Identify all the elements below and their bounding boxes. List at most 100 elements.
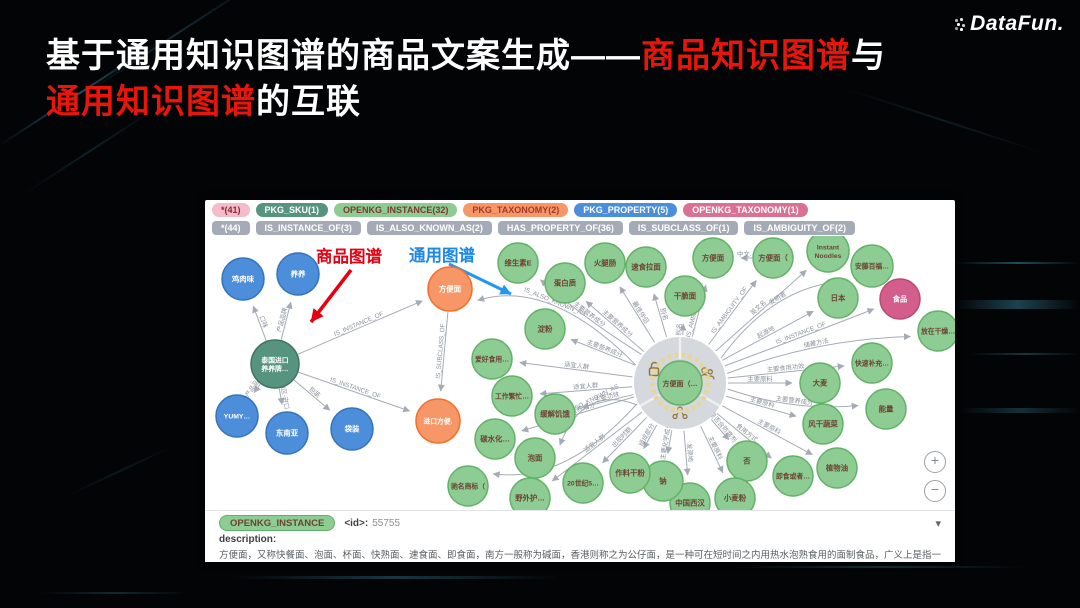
svg-text:蛋白质: 蛋白质 [554,279,577,288]
zoom-out-button[interactable]: − [924,480,946,502]
svg-text:养养牌…: 养养牌… [260,364,288,373]
graph-node-fbm_left[interactable]: 方便面 [427,266,473,312]
node-label-badge[interactable]: PKG_PROPERTY(5) [574,203,678,217]
zoom-in-button[interactable]: + [924,451,946,473]
inspector-label-badge[interactable]: OPENKG_INSTANCE [219,515,336,531]
graph-node-huotuichang[interactable]: 火腿肠 [584,242,626,284]
graph-node-shiji20[interactable]: 20世纪5… [562,462,604,504]
graph-node-sushilamian[interactable]: 速食拉面 [625,246,667,288]
graph-node-aihao[interactable]: 爱好食用… [471,338,513,380]
graph-node-yangyang[interactable]: 养养 [276,252,320,296]
title-part-white-1: 基于通用知识图谱的商品文案生成—— [46,37,641,75]
graph-node-fbm_top[interactable]: 方便面 [692,237,734,279]
node-id-label: <id>: [344,517,369,529]
graph-node-yumy[interactable]: YUMY… [215,394,259,438]
svg-text:主要原料: 主要原料 [706,434,725,461]
graph-node-zuoliao[interactable]: 作料干粉 [609,452,651,494]
node-label-badge[interactable]: OPENKG_TAXONOMY(1) [683,203,808,217]
relationship-type-badge[interactable]: IS_INSTANCE_OF(3) [255,221,361,235]
graph-node-nengliang[interactable]: 能量 [865,388,907,430]
svg-text:食品: 食品 [892,295,908,304]
logo-text: DataFun. [970,12,1064,35]
svg-text:Noodles: Noodles [815,253,842,260]
graph-node-damai[interactable]: 大麦 [799,362,841,404]
svg-text:中文…: 中文… [737,249,756,258]
annotation-general-graph: 通用图谱 [409,247,475,265]
graph-node-jinkou[interactable]: 进口方便. [415,398,461,444]
graph-node-gongzuo[interactable]: 工作繁忙… [491,375,533,417]
svg-text:养养: 养养 [290,270,306,279]
graph-node-fengan[interactable]: 风干蔬菜 [802,403,844,445]
svg-text:泡面: 泡面 [528,454,543,463]
svg-text:小麦粉: 小麦粉 [723,494,747,503]
graph-node-fou[interactable]: 否 [726,440,768,482]
graph-node-huanjie[interactable]: 缓解饥饿 [534,393,576,435]
neo4j-browser-panel: *(41) PKG_SKU(1) OPENKG_INSTANCE(32) PKG_TA… [205,200,955,562]
svg-text:淀粉: 淀粉 [538,325,553,334]
graph-node-danbaizhi[interactable]: 蛋白质 [544,262,586,304]
relationship-type-badge[interactable]: IS_AMBIGUITY_OF(2) [744,221,855,235]
graph-node-anteng[interactable]: 安藤百福… [850,244,894,288]
title-part-white-2: 与 [851,37,886,75]
relationship-type-badge[interactable]: HAS_PROPERTY_OF(36) [497,221,623,235]
svg-text:主要原料: 主要原料 [749,394,776,410]
svg-text:方便面: 方便面 [439,285,462,294]
svg-text:维生素E: 维生素E [504,259,531,268]
node-label-badge[interactable]: OPENKG_INSTANCE(32) [334,203,458,217]
svg-text:发明者: 发明者 [767,289,788,307]
svg-text:20世纪5…: 20世纪5… [567,479,599,488]
graph-node-paomian[interactable]: 泡面 [514,437,556,479]
relationship-type-badge[interactable]: *(44) [212,221,250,235]
graph-node-yewai[interactable]: 野外护… [509,477,551,510]
graph-node-fbm_paren[interactable]: 方便面（ [752,237,794,279]
graph-node-selected-instant-noodle[interactable]: 方便面（… [634,337,726,429]
node-label-badge[interactable]: PKG_SKU(1) [255,203,329,217]
node-id-value: 55755 [372,517,401,529]
svg-text:YUMY…: YUMY… [224,414,251,421]
graph-node-dongnanya[interactable]: 东南亚 [265,411,309,455]
svg-text:泰国进口: 泰国进口 [260,356,288,365]
svg-text:口味: 口味 [257,314,270,330]
svg-text:别名: 别名 [674,323,684,336]
zoom-controls: + − [924,451,946,502]
relationship-badges-row: *(44) IS_INSTANCE_OF(3) IS_ALSO_KNOWN_AS(2… [205,218,955,236]
svg-text:安藤百福…: 安藤百福… [855,262,889,271]
graph-node-zhiwuyou[interactable]: 植物油 [816,447,858,489]
graph-node-jishi[interactable]: 即食或者… [772,455,814,497]
svg-text:IS_SUBCLASS_OF: IS_SUBCLASS_OF [435,323,447,379]
node-label-badge[interactable]: *(41) [212,203,250,217]
svg-text:中国西汉: 中国西汉 [675,499,705,508]
annotation-product-graph: 商品图谱 [316,248,382,266]
graph-node-kuaisu[interactable]: 快速补充… [851,342,893,384]
svg-text:植物油: 植物油 [825,464,848,473]
graph-node-dianfen[interactable]: 淀粉 [524,308,566,350]
graph-node-riben[interactable]: 日本 [817,277,859,319]
svg-text:工作繁忙…: 工作繁忙… [495,392,529,401]
graph-node-thai[interactable]: 泰国进口养养牌… [250,339,300,389]
svg-text:快速补充…: 快速补充… [855,359,889,368]
svg-text:放在干燥…: 放在干燥… [920,327,955,336]
graph-node-tanshui[interactable]: 碳水化… [474,418,516,460]
dropdown-caret-icon[interactable]: ▾ [935,517,941,530]
svg-text:别名: 别名 [658,307,670,322]
graph-node-weishengsu[interactable]: 维生素E [497,242,539,284]
graph-node-shipin[interactable]: 食品 [879,278,921,320]
svg-text:即食或者…: 即食或者… [776,472,810,481]
graph-node-fangzai[interactable]: 放在干燥… [917,310,955,352]
graph-node-shangbiao[interactable]: 驰名商标（ [447,465,489,507]
node-label-badges-row: *(41) PKG_SKU(1) OPENKG_INSTANCE(32) PKG_TA… [205,200,955,218]
svg-text:Instant: Instant [817,245,840,252]
svg-text:作料干粉: 作料干粉 [615,469,645,478]
graph-node-daizhuang[interactable]: 袋装 [330,407,374,451]
datafun-logo: DataFun. [955,12,1064,36]
relationship-type-badge[interactable]: IS_SUBCLASS_OF(1) [628,221,739,235]
graph-node-xiaomaifen[interactable]: 小麦粉 [714,477,756,510]
graph-node-jirouwei[interactable]: 鸡肉味 [221,257,265,301]
relationship-type-badge[interactable]: IS_ALSO_KNOWN_AS(2) [366,221,492,235]
node-label-badge[interactable]: PKG_TAXONOMY(2) [463,203,569,217]
graph-node-gancuimian[interactable]: 干脆面 [664,275,706,317]
svg-text:袋装: 袋装 [344,425,360,434]
